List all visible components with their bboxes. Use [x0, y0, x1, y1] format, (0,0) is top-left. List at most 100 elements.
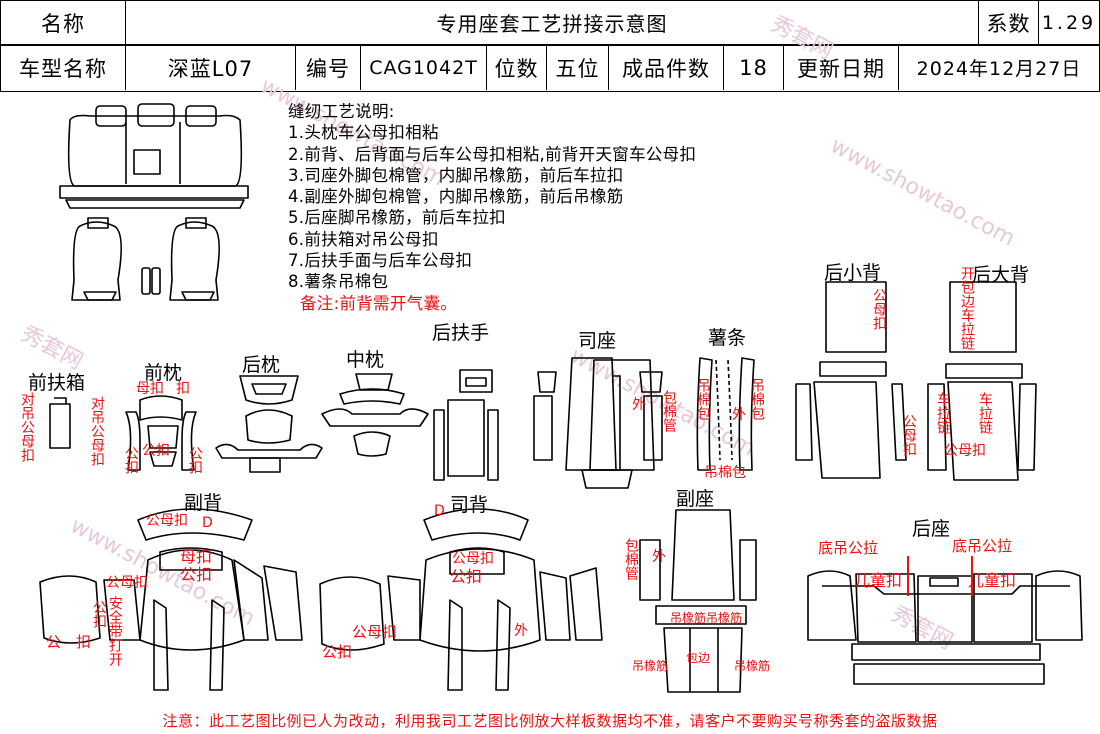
- annotation: 扣: [176, 381, 190, 397]
- annotation: 儿童扣: [968, 571, 1017, 590]
- driver-back-pattern: [319, 508, 603, 691]
- annotation: 公扣: [91, 600, 107, 628]
- instruction-item: 8.薯条吊棉包: [288, 272, 389, 292]
- date-value: 2024年12月27日: [916, 58, 1082, 80]
- label-rear-headrest: 后枕: [242, 354, 281, 376]
- seats-value: 五位: [547, 45, 609, 90]
- label-front-headrest: 前枕: [144, 362, 183, 384]
- annotation: 外: [632, 397, 646, 413]
- annotation: 外: [732, 407, 746, 423]
- middle-headrest-pattern: [321, 373, 429, 457]
- label-driver-seat: 司座: [578, 330, 617, 352]
- annotation: 公扣: [180, 565, 213, 584]
- label-fries: 薯条: [708, 327, 747, 349]
- annotation: 包棉管: [623, 538, 639, 580]
- instruction-item: 6.前扶箱对吊公母扣: [288, 229, 439, 249]
- pieces-value: 18: [724, 45, 784, 90]
- annotation: 包棉管: [661, 390, 677, 432]
- footer-warning: 注意：此工艺图比例已人为改动，利用我司工艺图比例放大样板数据均不准，请客户不要购…: [162, 712, 938, 730]
- label-middle-headrest: 中枕: [346, 349, 385, 371]
- code-label: 编号: [296, 45, 361, 90]
- date-label: 更新日期: [784, 45, 899, 90]
- annotation: 对吊公母扣: [19, 392, 35, 462]
- label-front-armrest-box: 前扶箱: [28, 372, 86, 394]
- header-row-1: 名称 专用座套工艺拼接示意图 系数 1.29: [0, 0, 1100, 46]
- annotation: 母扣: [180, 547, 213, 566]
- passenger-back-pattern: [39, 508, 303, 691]
- rear-seat-pattern: [807, 570, 1083, 685]
- instructions-title: 缝纫工艺说明:: [288, 102, 395, 121]
- front-headrest-pattern: [125, 395, 197, 471]
- instruction-item: 2.前背、后背面与后车公母扣相粘,前背开天窗车公母扣: [288, 144, 697, 164]
- annotation: 公扣: [322, 643, 353, 661]
- annotation: D: [434, 503, 445, 519]
- instruction-item: 5.后座脚吊橡筋，前后车拉扣: [288, 208, 506, 228]
- annotation: 安全带打开: [107, 596, 123, 666]
- name-label: 名称: [1, 1, 126, 44]
- model-value: 深蓝L07: [126, 45, 296, 90]
- annotation: D: [202, 515, 213, 531]
- label-rear-armrest: 后扶手: [432, 322, 490, 344]
- seat-overview-front: [71, 217, 220, 301]
- annotation: 吊橡筋: [632, 659, 669, 673]
- annotation: 吊橡筋: [706, 611, 743, 625]
- annotation: 外: [514, 623, 528, 639]
- label-rear-big-back: 后大背: [972, 264, 1030, 286]
- annotation: 公: [46, 633, 62, 651]
- annotation: 母扣: [136, 381, 164, 397]
- label-passenger-seat: 副座: [676, 488, 715, 510]
- seat-overview-rear: [59, 103, 249, 209]
- passenger-seat-pattern: [639, 509, 757, 693]
- annotation: 吊棉包: [695, 378, 711, 420]
- instruction-item: 7.后扶手面与后车公母扣: [288, 251, 473, 271]
- annotation: 公母扣: [106, 575, 148, 591]
- header-table: 名称 专用座套工艺拼接示意图 系数 1.29 车型名称 深蓝L07 编号 CAG…: [0, 0, 1100, 92]
- label-driver-back: 司背: [450, 494, 489, 516]
- annotation: 吊橡筋: [734, 659, 771, 673]
- front-armrest-pattern: [49, 397, 71, 449]
- annotation: 公扣: [123, 446, 139, 474]
- sewing-instructions: 缝纫工艺说明: 1.头枕车公母扣相粘 2.前背、后背面与后车公母扣相粘,前背开天…: [288, 101, 696, 314]
- annotation: 底吊公拉: [818, 539, 879, 557]
- annotation: 公母扣: [944, 443, 986, 459]
- annotation: 公母扣: [901, 414, 917, 456]
- coef-value: 1.29: [1041, 11, 1097, 34]
- annotation: 公母扣: [146, 513, 188, 529]
- annotation: 吊橡筋: [670, 611, 707, 625]
- annotation: 吊棉包: [749, 378, 765, 420]
- annotation: 公母扣: [871, 288, 887, 330]
- label-passenger-back: 副背: [184, 492, 223, 514]
- model-label: 车型名称: [1, 45, 126, 90]
- rear-headrest-pattern: [215, 375, 323, 473]
- pieces-label: 成品件数: [609, 45, 724, 90]
- label-rear-seat: 后座: [912, 518, 951, 540]
- instruction-item: 1.头枕车公母扣相粘: [288, 123, 439, 143]
- coef-label: 系数: [979, 1, 1039, 44]
- label-rear-small-back: 后小背: [824, 262, 882, 284]
- annotation: 车拉链: [935, 392, 951, 434]
- annotation: 车拉链: [977, 392, 993, 434]
- annotation: 包边: [686, 651, 711, 665]
- rear-big-back-pattern: [927, 281, 1037, 481]
- annotation: 开包边车拉链: [959, 266, 975, 350]
- fries-pattern: [696, 357, 755, 471]
- annotation: 对吊公母扣: [89, 396, 105, 466]
- diagram-title: 专用座套工艺拼接示意图: [126, 1, 979, 44]
- instruction-item: 3.司座外脚包棉管，内脚吊橡筋，前后车拉扣: [288, 165, 624, 185]
- annotation: 外: [652, 549, 666, 565]
- instruction-item: 4.副座外脚包棉管，内脚吊橡筋，前后吊橡筋: [288, 187, 624, 207]
- annotation: 扣: [76, 633, 92, 651]
- annotation: 儿童扣: [854, 571, 903, 590]
- annotation: 吊棉包: [704, 465, 746, 481]
- annotation: 公扣: [450, 567, 483, 586]
- header-row-2: 车型名称 深蓝L07 编号 CAG1042T 位数 五位 成品件数 18 更新日…: [0, 44, 1100, 92]
- annotation: 底吊公拉: [952, 537, 1013, 555]
- rear-armrest-pattern: [433, 369, 499, 481]
- code-value: CAG1042T: [361, 45, 487, 90]
- driver-seat-pattern: [533, 357, 663, 489]
- annotation: 公扣: [142, 443, 170, 459]
- instructions-note: 备注:前背需开气囊。: [300, 293, 458, 313]
- annotation: 公母扣: [452, 551, 494, 567]
- annotation: 公母扣: [352, 623, 398, 641]
